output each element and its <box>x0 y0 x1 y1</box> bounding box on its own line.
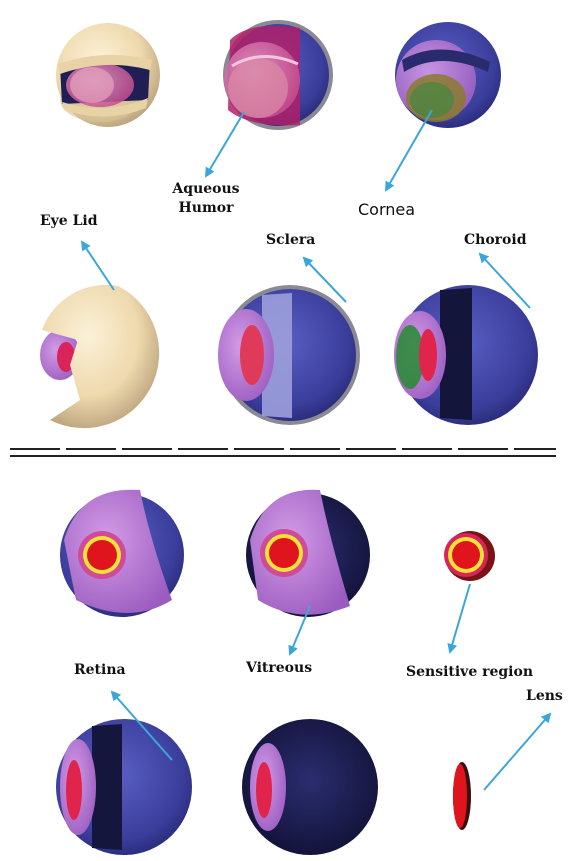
aqueous-arrow <box>206 112 244 176</box>
vitreous-cutaway-illustration <box>246 490 370 617</box>
label-aqueous-humor: Aqueous Humor <box>166 180 246 218</box>
retina-cutaway-illustration <box>60 490 184 617</box>
choroid-illustration <box>394 285 538 425</box>
label-aqueous-line2: Humor <box>179 200 234 216</box>
sclera-illustration <box>218 285 360 425</box>
vitreous-side-illustration <box>242 719 378 855</box>
label-choroid: Choroid <box>464 232 526 248</box>
aqueous-humor-illustration <box>223 20 333 130</box>
label-retina: Retina <box>74 662 126 678</box>
eye-with-lid-illustration <box>56 23 160 127</box>
label-cornea: Cornea <box>358 200 415 219</box>
cornea-arrow <box>386 110 432 190</box>
label-aqueous-line1: Aqueous <box>172 181 239 197</box>
eye-lid-arrow <box>82 242 114 290</box>
retina-side-illustration <box>56 719 192 855</box>
sensitive-region-arrow <box>450 584 470 652</box>
eye-lid-illustration <box>40 285 159 428</box>
label-lens: Lens <box>526 688 563 704</box>
lens-arrow <box>484 714 550 790</box>
label-eye-lid: Eye Lid <box>40 213 98 229</box>
cornea-illustration <box>395 22 501 128</box>
sensitive-region-illustration <box>444 531 495 581</box>
lens-side-illustration <box>453 762 471 830</box>
label-sclera: Sclera <box>266 232 315 248</box>
label-sensitive-region: Sensitive region <box>406 664 533 680</box>
label-vitreous: Vitreous <box>246 660 312 676</box>
